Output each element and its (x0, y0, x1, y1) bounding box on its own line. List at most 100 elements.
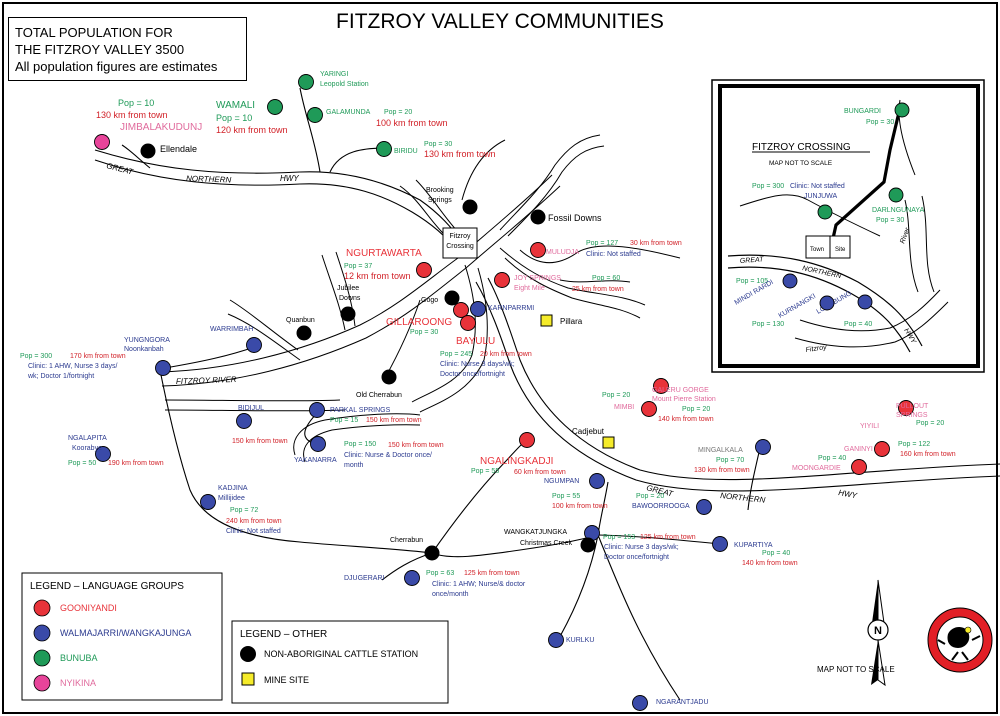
moongardie-pop: Pop = 40 (818, 455, 846, 462)
inset-river-4 (904, 199, 919, 293)
wangkatjungka-clinic-2: Doctor once/fortnight (604, 554, 669, 561)
brooking-name-2: Springs (428, 197, 452, 204)
bayulu-dist: 20 km from town (480, 351, 532, 358)
inset-darlngunaya-pop: Pop = 30 (876, 217, 904, 224)
legend-other-title: LEGEND – OTHER (240, 629, 327, 640)
bayulu-marker (460, 315, 476, 331)
biridu-dist: 130 km from town (424, 149, 496, 159)
jimbalakudunj-marker (94, 134, 110, 150)
bidijul-marker (236, 413, 252, 429)
moongardie-marker (851, 459, 867, 475)
inset-subtitle: MAP NOT TO SCALE (769, 160, 833, 167)
bawoorrooga-marker (696, 499, 712, 515)
inset-town-box (805, 235, 851, 259)
track-yaringi (299, 87, 321, 173)
christmas-creek-name: Christmas Creek (520, 540, 573, 547)
mingalkala-name: MINGALKALA (698, 447, 743, 454)
north-arrow: N (867, 579, 889, 687)
wamali-pop: Pop = 10 (216, 113, 252, 123)
total-population-box: TOTAL POPULATION FOR THE FITZROY VALLEY … (8, 17, 247, 81)
quanbun-marker (296, 325, 312, 341)
djugerari-name: DJUGERARI (344, 575, 385, 582)
gillaroong-marker (453, 302, 469, 318)
inset-loanbung-pop: Pop = 40 (844, 321, 872, 328)
north-arrow-left (871, 580, 878, 630)
legend-language-box (21, 572, 223, 701)
south-arrow-left (871, 640, 878, 685)
yakanarra-marker (310, 436, 326, 452)
ngurtawarta-pop: Pop = 37 (344, 263, 372, 270)
ngalapita-marker (95, 446, 111, 462)
jimbalakudunj-name: JIMBALAKUDUNJ (120, 122, 202, 133)
yakanarra-clinic-1: Clinic: Nurse & Doctor once/ (344, 452, 432, 459)
legend-other: LEGEND – OTHER NON-ABORIGINAL CATTLE STA… (231, 620, 449, 704)
tributary-east-1 (499, 247, 646, 306)
ganinyi-dist: 160 km from town (900, 451, 956, 458)
inset-river-1 (739, 194, 881, 237)
biridu-pop: Pop = 30 (424, 141, 452, 148)
jubilee-name-1: Jubilee (337, 285, 359, 292)
inset-junjuwa-pop: Pop = 300 (752, 183, 784, 190)
yaringi-marker (298, 74, 314, 90)
bayulu-name: BAYULU (456, 336, 495, 347)
inset-kurnangki-pop: Pop = 130 (752, 321, 784, 328)
karnparrmi-name: KARNPARRMI (488, 305, 534, 312)
tributary-warrimbah (229, 299, 299, 351)
bidijul-name: BIDIJUL (238, 405, 264, 412)
yungngora-pop: Pop = 300 (20, 353, 52, 360)
inset-town-label: Town (810, 247, 824, 253)
joy-springs-dist: 25 km from town (572, 286, 624, 293)
bawoorrooga-pop: Pop = 20 (636, 493, 664, 500)
tributary-west (164, 399, 341, 402)
tributary-joy (559, 279, 631, 283)
mimbi-marker (641, 401, 657, 417)
legend-mine-swatch (241, 672, 255, 686)
ngalapita-name-2: Koorabye (72, 445, 102, 452)
mimbi-name: MIMBI (614, 404, 634, 411)
mingalkala-pop: Pop = 70 (716, 457, 744, 464)
hwy-label-northern-lower: NORTHERN (720, 491, 766, 505)
legend-walmajarri-swatch (33, 624, 51, 642)
muludja-marker (530, 242, 546, 258)
inset-kurnangki-marker (819, 295, 835, 311)
fitzroy-river-bank-1 (159, 174, 553, 373)
ellendale-marker (140, 143, 156, 159)
old-cherrabun-name: Old Cherrabun (356, 392, 402, 399)
wangkatjungka-dist: 125 km from town (640, 534, 696, 541)
jimbalakudunj-dist: 130 km from town (96, 110, 168, 120)
seal-figure-limbs (937, 635, 981, 661)
fossil-downs-name: Fossil Downs (548, 213, 602, 223)
inset-darlngunaya-marker (888, 187, 904, 203)
joy-springs-name-2: Eight Mile (514, 285, 545, 292)
yungngora-marker (155, 360, 171, 376)
mingalkala-dist: 130 km from town (694, 467, 750, 474)
cherrabun-name: Cherrabun (390, 537, 423, 544)
seal-dot (964, 626, 972, 634)
parkal-marker (309, 402, 325, 418)
inset-junjuwa-marker (817, 204, 833, 220)
hwy-label-hwy-lower: HWY (838, 488, 859, 500)
wamali-dist: 120 km from town (216, 125, 288, 135)
population-line-3: All population figures are estimates (15, 59, 218, 74)
legend-bunuba-swatch (33, 649, 51, 667)
kurlku-name: KURLKU (566, 637, 594, 644)
jubilee-marker (340, 306, 356, 322)
legend-gooniyandi-label: GOONIYANDI (60, 603, 117, 613)
pullout-name-1: PULLOUT (896, 403, 929, 410)
djugerari-dist: 125 km from town (464, 570, 520, 577)
inset-title: FITZROY CROSSING (752, 142, 851, 153)
ngarantjadu-marker (632, 695, 648, 711)
kadjina-clinic: Clinic: Not staffed (226, 528, 281, 535)
kupartiya-dist: 140 km from town (742, 560, 798, 567)
ngalingkadji-pop: Pop = 55 (471, 468, 499, 475)
pullout-name-2: SPRINGS (896, 412, 928, 419)
ngurtawarta-name: NGURTAWARTA (346, 248, 422, 259)
gillaroong-name: GILLAROONG (386, 317, 452, 328)
legend-other-box (231, 620, 449, 704)
kadjina-name-2: Millijidee (218, 495, 245, 502)
jubilee-name-2: Downs (339, 295, 361, 302)
galamunda-dist: 100 km from town (376, 118, 448, 128)
ganinyi-marker (874, 441, 890, 457)
fossil-downs-marker (530, 209, 546, 225)
